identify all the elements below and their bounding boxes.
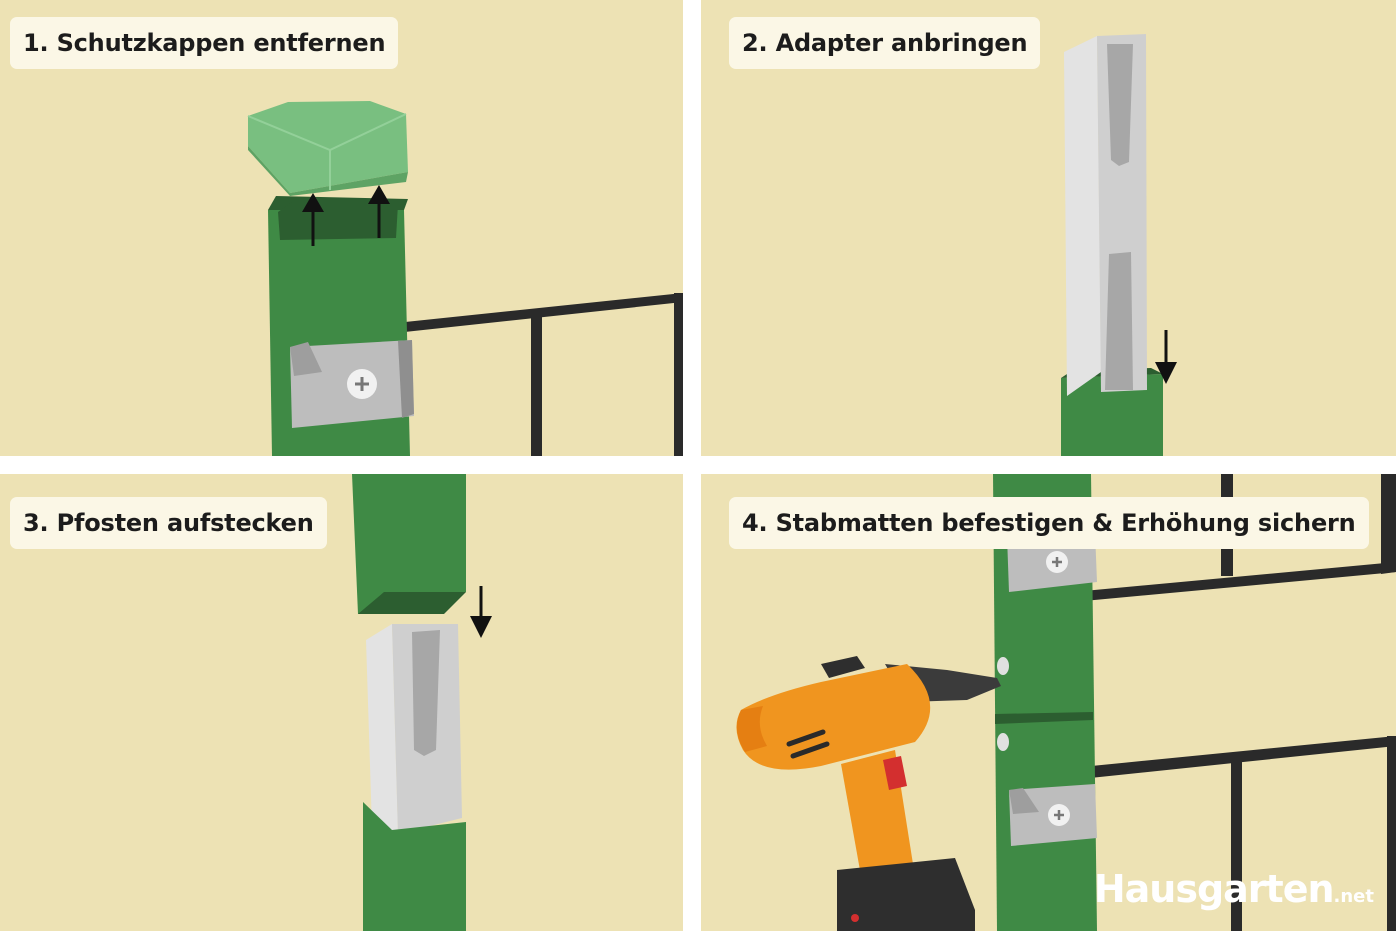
step-2-panel: 2. Adapter anbringen — [701, 0, 1396, 456]
down-arrow-icon — [470, 586, 492, 638]
up-arrow-icons — [302, 185, 390, 246]
logo-tld: .net — [1333, 886, 1374, 907]
lower-post — [363, 802, 466, 931]
mounting-bracket — [290, 340, 414, 428]
step-3-label: 3. Pfosten aufstecken — [10, 497, 327, 549]
step-4-illustration — [736, 474, 1396, 931]
down-arrow-icon — [1155, 330, 1177, 384]
adapter-profile — [366, 624, 462, 834]
step-2-illustration — [1061, 34, 1177, 456]
step-4-label: 4. Stabmatten befestigen & Erhöhung sich… — [729, 497, 1369, 549]
protective-cap — [247, 101, 408, 196]
cordless-drill — [736, 656, 1001, 931]
fence-mesh — [386, 293, 683, 456]
step-3-panel: 3. Pfosten aufstecken — [0, 474, 683, 931]
step-1-panel: 1. Schutzkappen entfernen — [0, 0, 683, 456]
screw-icons — [997, 657, 1009, 751]
brand-logo: Hausgarten.net — [1094, 867, 1374, 911]
step-1-label: 1. Schutzkappen entfernen — [10, 17, 399, 69]
logo-main: Hausgarten — [1093, 867, 1335, 911]
adapter-profile — [1064, 34, 1147, 396]
step-2-label: 2. Adapter anbringen — [729, 17, 1041, 69]
step-3-illustration — [352, 474, 492, 931]
step-1-illustration — [247, 101, 683, 456]
step-4-panel: 4. Stabmatten befestigen & Erhöhung sich… — [701, 474, 1396, 931]
upper-post-extension — [352, 474, 466, 614]
lower-bracket — [1009, 784, 1097, 846]
